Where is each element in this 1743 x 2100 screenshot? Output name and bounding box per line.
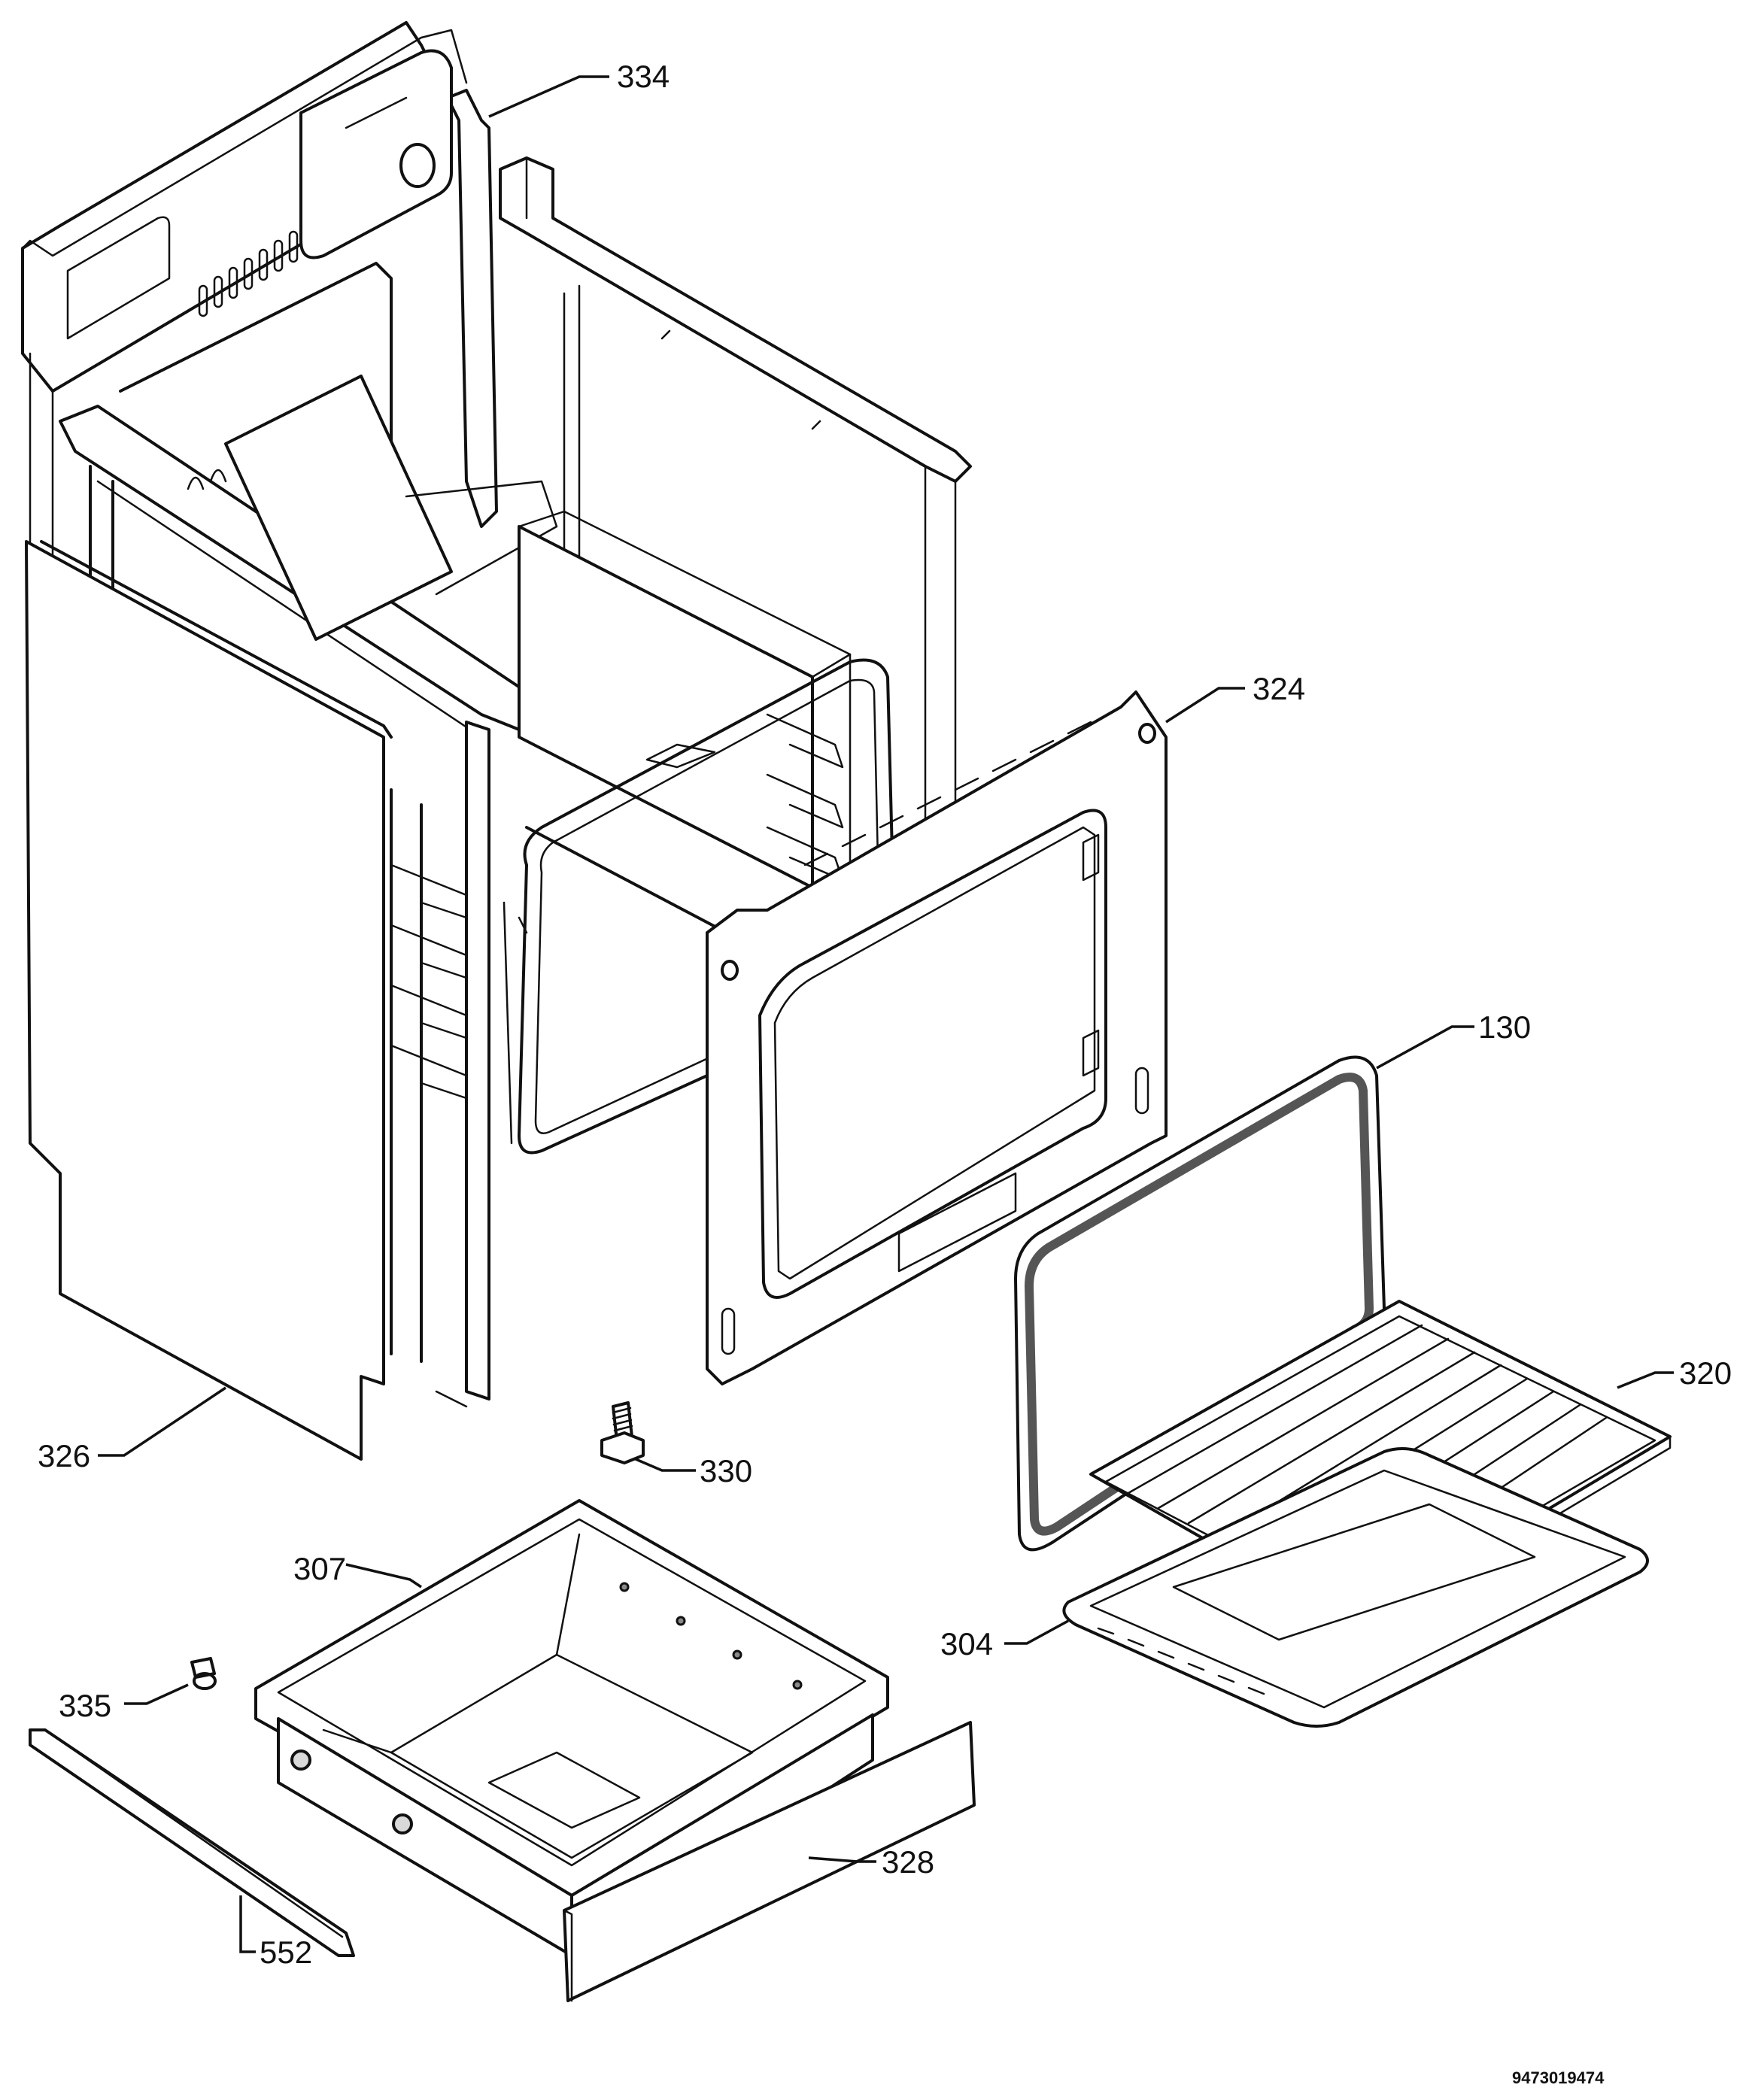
drawer-runner: [29, 1728, 355, 1957]
leader-330: [635, 1458, 696, 1472]
leader-320: [1617, 1371, 1674, 1389]
leader-304: [1004, 1619, 1069, 1645]
callout-334: 334: [617, 59, 670, 94]
callout-326: 326: [38, 1438, 90, 1473]
callout-307: 307: [293, 1551, 346, 1586]
callout-304: 304: [940, 1626, 993, 1661]
leader-324: [1165, 687, 1245, 724]
callout-552: 552: [260, 1935, 312, 1970]
back-panel: [21, 21, 498, 573]
door-seal: [1014, 1055, 1386, 1552]
callout-130: 130: [1478, 1009, 1531, 1045]
leader-130: [1376, 1025, 1474, 1070]
leader-552: [239, 1895, 256, 1953]
callout-labels: 334 324 130 320 326 330 307 304 335 552 …: [38, 59, 1732, 2087]
bumper-screw: [190, 1657, 217, 1690]
screw: [600, 1401, 645, 1464]
front-frame: [706, 690, 1168, 1385]
callout-330: 330: [700, 1453, 752, 1489]
baking-tray: [1062, 1447, 1649, 1728]
document-id: 9473019474: [1512, 2068, 1605, 2087]
callout-335: 335: [59, 1688, 111, 1723]
callout-328: 328: [882, 1844, 934, 1880]
leader-335: [124, 1683, 189, 1705]
leader-307: [345, 1563, 422, 1589]
leader-334: [488, 75, 609, 118]
callout-324: 324: [1253, 671, 1305, 706]
leader-lines: [98, 75, 1674, 1953]
leader-328: [808, 1856, 876, 1863]
side-panel: [25, 540, 393, 1461]
oven-cavity: [59, 156, 972, 1408]
kick-plate: [563, 1721, 976, 2002]
leader-326: [98, 1386, 226, 1457]
callout-320: 320: [1679, 1355, 1732, 1391]
